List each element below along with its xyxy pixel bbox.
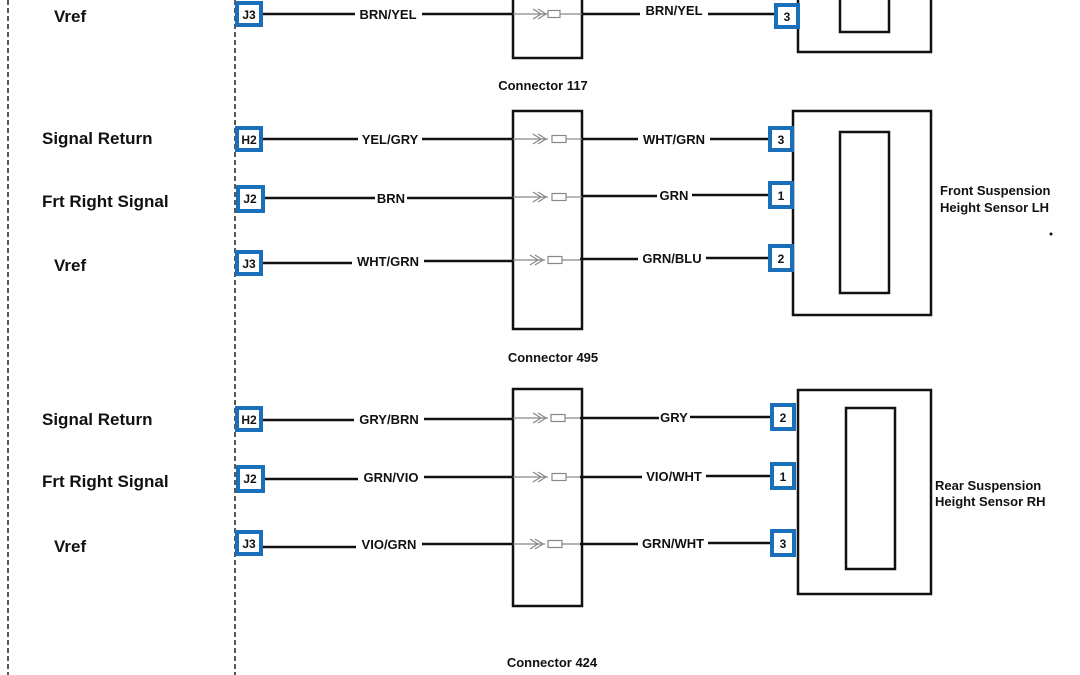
- pin-right-label: 2: [778, 252, 785, 266]
- connector-label: Connector 424: [507, 655, 598, 670]
- sensor-inner: [844, 406, 897, 571]
- component-label-line1: Front Suspension: [940, 183, 1051, 198]
- pin-right: [770, 529, 796, 557]
- signal-name: Signal Return: [42, 410, 153, 429]
- circuit-row[interactable]: Frt Right Signal BRN J2 GRN 1: [42, 181, 794, 213]
- pin-left: [235, 406, 263, 432]
- section-connector-424: Rear Suspension Height Sensor RH Connect…: [42, 387, 1046, 670]
- pin-right: [774, 3, 800, 29]
- connector-label: Connector 117: [498, 78, 588, 93]
- wire-color-right: VIO/WHT: [646, 469, 702, 484]
- terminal-icon: [513, 8, 582, 20]
- inline-connector-body: [511, 387, 584, 608]
- wire-color-left: VIO/GRN: [362, 537, 417, 552]
- pin-right-label: 3: [778, 133, 785, 147]
- pin-left-label: H2: [241, 133, 257, 147]
- pin-left-label: J3: [242, 8, 256, 22]
- pin-left: [235, 1, 263, 27]
- pin-left-label: J3: [242, 537, 256, 551]
- pin-left: [235, 250, 263, 276]
- pin-right-label: 3: [784, 10, 791, 24]
- pin-left-label: J2: [243, 192, 257, 206]
- section-connector-495: Front Suspension Height Sensor LH Connec…: [42, 109, 1051, 365]
- wire-color-right: GRN: [660, 188, 689, 203]
- terminal-icon: [513, 133, 582, 145]
- wire-color-right: GRN/WHT: [642, 536, 704, 551]
- terminal-icon: [513, 471, 582, 483]
- wire-color-left: BRN: [377, 191, 405, 206]
- wire-color-left: YEL/GRY: [362, 132, 419, 147]
- pin-left-label: J2: [243, 472, 257, 486]
- pin-left-label: H2: [241, 413, 257, 427]
- component-label-line2: Height Sensor RH: [935, 494, 1046, 509]
- connector-label: Connector 495: [508, 350, 598, 365]
- terminal-icon: [513, 538, 582, 550]
- pin-right-label: 1: [778, 189, 785, 203]
- component-label-line2: Height Sensor LH: [940, 200, 1049, 215]
- signal-name: Signal Return: [42, 129, 153, 148]
- inline-connector-body: [511, 109, 584, 331]
- sensor-inner: [838, 0, 891, 34]
- component-label-line1: Rear Suspension: [935, 478, 1041, 493]
- wire-color-right: BRN/YEL: [645, 3, 702, 18]
- wire-color-left: BRN/YEL: [359, 7, 416, 22]
- signal-name: Vref: [54, 256, 86, 275]
- circuit-row[interactable]: Vref VIO/GRN J3 GRN/WHT 3: [54, 529, 796, 557]
- circuit-row[interactable]: Vref WHT/GRN J3 GRN/BLU 2: [54, 244, 794, 276]
- wire-color-left: GRN/VIO: [364, 470, 419, 485]
- pin-left: [236, 465, 265, 493]
- signal-name: Frt Right Signal: [42, 192, 169, 211]
- circuit-row[interactable]: Frt Right Signal GRN/VIO J2 VIO/WHT 1: [42, 462, 796, 493]
- signal-name: Vref: [54, 537, 86, 556]
- terminal-icon: [513, 254, 582, 266]
- pin-right: [768, 181, 794, 209]
- pin-left: [235, 126, 263, 152]
- circuit-row[interactable]: Signal Return GRY/BRN H2 GRY 2: [42, 403, 796, 432]
- wire-color-right: GRN/BLU: [642, 251, 701, 266]
- circuit-row[interactable]: Signal Return YEL/GRY H2 WHT/GRN 3: [42, 126, 794, 152]
- pin-right: [768, 244, 794, 272]
- section-connector-117: Connector 117 Vref BRN/YEL J3 BRN/YEL 3: [54, 0, 933, 93]
- signal-name: Frt Right Signal: [42, 472, 169, 491]
- inline-connector-body: [511, 0, 584, 60]
- pin-right-label: 2: [780, 411, 787, 425]
- wire-color-right: GRY: [660, 410, 688, 425]
- pin-left-label: J3: [242, 257, 256, 271]
- pin-right: [770, 462, 796, 490]
- pin-right: [768, 126, 794, 152]
- pin-right: [770, 403, 796, 431]
- pin-right-label: 3: [780, 537, 787, 551]
- pin-left: [236, 185, 265, 213]
- stray-dot: [1049, 232, 1053, 236]
- sensor-inner: [838, 130, 891, 295]
- signal-name: Vref: [54, 7, 86, 26]
- wire-color-left: WHT/GRN: [357, 254, 419, 269]
- pin-right-label: 1: [780, 470, 787, 484]
- pin-left: [235, 530, 263, 556]
- wire-color-right: WHT/GRN: [643, 132, 705, 147]
- terminal-icon: [513, 191, 582, 203]
- terminal-icon: [513, 412, 582, 424]
- circuit-row[interactable]: Vref BRN/YEL J3 BRN/YEL 3: [54, 1, 800, 29]
- wire-color-left: GRY/BRN: [359, 412, 418, 427]
